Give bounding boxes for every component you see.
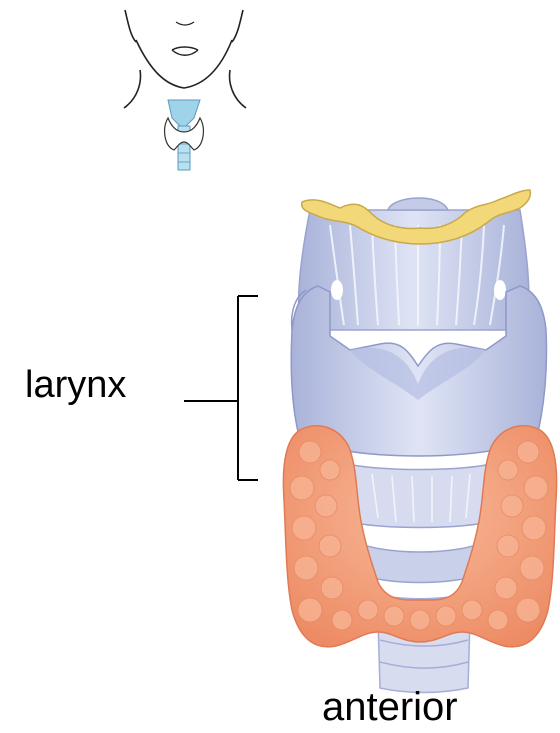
larynx-bracket — [238, 296, 258, 480]
label-larynx: larynx — [25, 364, 126, 407]
label-view-anterior: anterior — [322, 685, 458, 730]
neck-outline-icon — [124, 10, 246, 170]
larynx-thyroid-illustration — [283, 190, 556, 693]
